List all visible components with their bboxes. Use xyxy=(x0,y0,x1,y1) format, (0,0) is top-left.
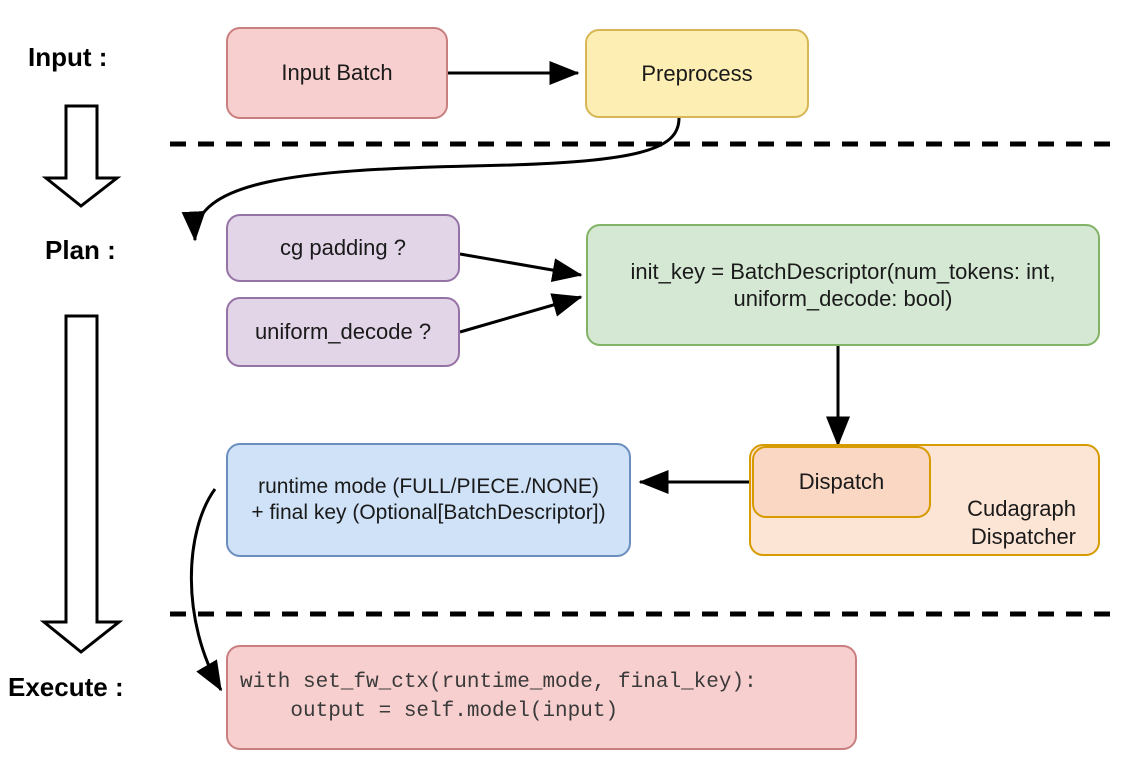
stage-label-plan: Plan : xyxy=(45,235,116,265)
node-runtime-mode[interactable]: runtime mode (FULL/PIECE./NONE) + final … xyxy=(226,443,631,557)
node-runtime-mode-line1: runtime mode (FULL/PIECE./NONE) xyxy=(258,474,599,498)
node-init-key-line1: init_key = BatchDescriptor(num_tokens: i… xyxy=(630,258,1056,284)
node-cudagraph-dispatcher-line1: Cudagraph xyxy=(967,496,1076,521)
plan-to-execute-arrow xyxy=(39,314,124,654)
node-input-batch[interactable]: Input Batch xyxy=(226,27,448,119)
stage-label-execute: Execute : xyxy=(8,672,124,702)
node-uniform-decode[interactable]: uniform_decode ? xyxy=(226,297,460,367)
runtime-mode-to-execute-code xyxy=(189,488,223,692)
input-to-plan-arrow xyxy=(41,104,122,208)
node-dispatch[interactable]: Dispatch xyxy=(752,446,931,518)
node-runtime-mode-line2: + final key (Optional[BatchDescriptor]) xyxy=(251,501,606,524)
node-init-key-line2: uniform_decode: bool) xyxy=(733,286,953,311)
node-init-key[interactable]: init_key = BatchDescriptor(num_tokens: i… xyxy=(586,224,1100,346)
node-preprocess[interactable]: Preprocess xyxy=(585,29,809,118)
node-cg-padding[interactable]: cg padding ? xyxy=(226,214,460,282)
node-cudagraph-dispatcher-line2: Dispatcher xyxy=(970,523,1076,549)
cg-padding-to-init-key xyxy=(459,252,583,282)
uniform-decode-to-init-key xyxy=(459,293,583,334)
stage-label-input: Input : xyxy=(28,42,108,72)
node-execute-code[interactable]: with set_fw_ctx(runtime_mode, final_key)… xyxy=(226,645,857,750)
node-execute-code-line1: with set_fw_ctx(runtime_mode, final_key)… xyxy=(240,671,757,695)
node-execute-code-line2: output = self.model(input) xyxy=(240,699,619,723)
